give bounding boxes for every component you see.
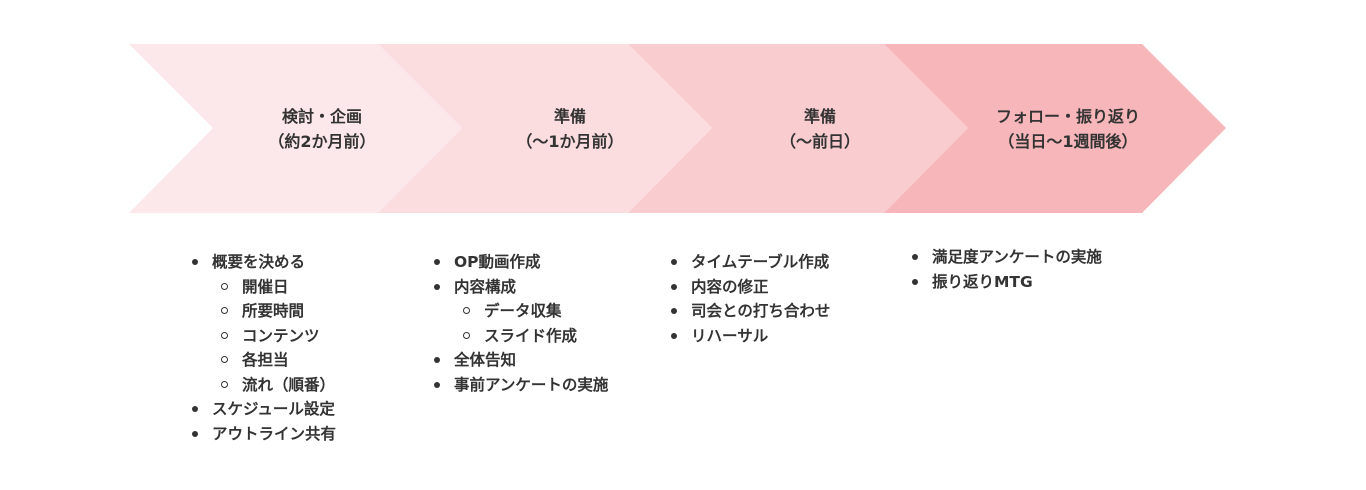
stage-1-name: 検討・企画 (281, 107, 362, 126)
stage-2-task-list: OP動画作成 内容構成 データ収集 スライド作成 全体告知 事前アンケートの実施 (432, 250, 608, 397)
stage-4-title: フォロー・振り返り （当日〜1週間後） (958, 104, 1178, 154)
stage-chevron-4 (884, 44, 1226, 213)
list-item: 概要を決める (190, 250, 336, 275)
stage-4-period: （当日〜1週間後） (998, 132, 1138, 151)
list-item: タイムテーブル作成 (669, 250, 830, 275)
stage-chevron-1 (129, 44, 462, 213)
stage-4-name: フォロー・振り返り (995, 107, 1140, 126)
list-item: 内容構成 (432, 275, 608, 300)
stage-1-title: 検討・企画 （約2か月前） (212, 104, 432, 154)
stage-3-title: 準備 （〜前日） (710, 104, 930, 154)
stage-1-period: （約2か月前） (268, 132, 376, 151)
stage-3-task-list: タイムテーブル作成 内容の修正 司会との打ち合わせ リハーサル (669, 250, 830, 348)
list-subitem: データ収集 (432, 299, 608, 324)
stage-4-task-list: 満足度アンケートの実施 振り返りMTG (910, 245, 1102, 294)
stage-chevron-3 (628, 44, 968, 213)
list-item: リハーサル (669, 324, 830, 349)
list-item: 全体告知 (432, 348, 608, 373)
stage-2-name: 準備 (553, 107, 586, 126)
stage-3-period: （〜前日） (779, 132, 860, 151)
list-item: 事前アンケートの実施 (432, 373, 608, 398)
list-item: 内容の修正 (669, 275, 830, 300)
stage-3-name: 準備 (803, 107, 836, 126)
list-item: スケジュール設定 (190, 397, 336, 422)
list-subitem: 開催日 (190, 275, 336, 300)
list-subitem: 各担当 (190, 348, 336, 373)
list-subitem: 流れ（順番） (190, 373, 336, 398)
list-item: OP動画作成 (432, 250, 608, 275)
list-subitem: 所要時間 (190, 299, 336, 324)
list-item: 振り返りMTG (910, 270, 1102, 295)
list-item: アウトライン共有 (190, 422, 336, 447)
list-item: 司会との打ち合わせ (669, 299, 830, 324)
stage-1-task-list: 概要を決める 開催日 所要時間 コンテンツ 各担当 流れ（順番） スケジュール設… (190, 250, 336, 446)
list-subitem: コンテンツ (190, 324, 336, 349)
stage-2-title: 準備 （〜1か月前） (460, 104, 680, 154)
list-item: 満足度アンケートの実施 (910, 245, 1102, 270)
stage-chevron-2 (378, 44, 712, 213)
stage-2-period: （〜1か月前） (516, 132, 624, 151)
list-subitem: スライド作成 (432, 324, 608, 349)
